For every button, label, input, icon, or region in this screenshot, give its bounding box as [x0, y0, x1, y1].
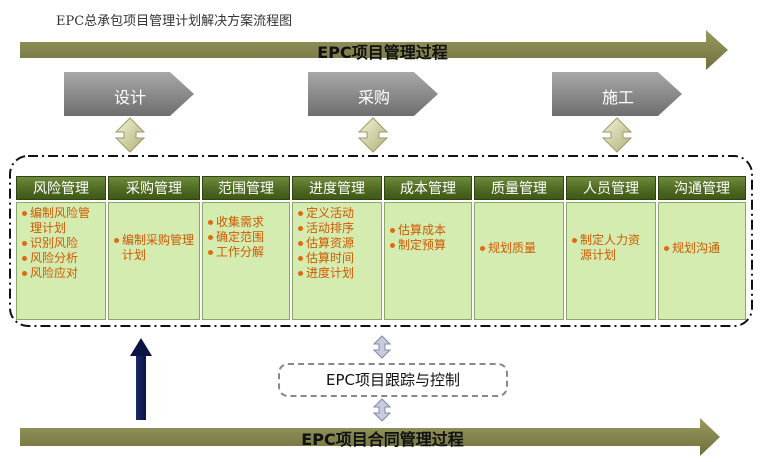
tracking-control-box: EPC项目跟踪与控制: [278, 363, 508, 397]
top-process-label: EPC项目管理过程: [317, 43, 448, 62]
list-item: 收集需求: [207, 215, 285, 230]
phase-label-procure: 采购: [357, 88, 390, 107]
phase-arrow-construct: [552, 72, 682, 116]
col-body-schedule: 定义活动 活动排序 估算资源 估算时间 进度计划: [292, 202, 382, 320]
list-item: 定义活动: [297, 206, 377, 221]
col-head-procurement: 采购管理: [108, 176, 200, 200]
list-item: 识别风险: [21, 236, 101, 251]
list-item: 编制风险管理计划: [21, 206, 101, 236]
col-body-scope: 收集需求 确定范围 工作分解: [202, 202, 290, 320]
double-arrow-tracking-bottom: [372, 398, 392, 422]
bottom-process-label: EPC项目合同管理过程: [301, 430, 464, 449]
list-item: 制定预算: [389, 238, 467, 253]
double-arrow-tracking-top: [372, 335, 392, 359]
page-title: EPC总承包项目管理计划解决方案流程图: [56, 14, 293, 29]
col-body-communication: 规划沟通: [658, 202, 746, 320]
list-item: 活动排序: [297, 221, 377, 236]
list-item: 进度计划: [297, 266, 377, 281]
col-head-cost: 成本管理: [384, 176, 472, 200]
col-body-risk: 编制风险管理计划 识别风险 风险分析 风险应对: [16, 202, 106, 320]
phase-label-design: 设计: [113, 88, 146, 107]
list-item: 估算资源: [297, 236, 377, 251]
double-arrow-construct: [601, 117, 633, 153]
col-head-schedule: 进度管理: [292, 176, 382, 200]
bottom-process-arrow: [20, 418, 720, 456]
list-item: 风险分析: [21, 251, 101, 266]
list-item: 确定范围: [207, 230, 285, 245]
top-process-arrow: [20, 30, 728, 70]
col-body-cost: 估算成本 制定预算: [384, 202, 472, 320]
col-head-staffing: 人员管理: [566, 176, 656, 200]
list-item: 规划沟通: [663, 241, 741, 256]
list-item: 工作分解: [207, 245, 285, 260]
col-body-procurement: 编制采购管理计划: [108, 202, 200, 320]
phase-arrow-design: [64, 72, 194, 116]
list-item: 风险应对: [21, 266, 101, 281]
phase-arrow-procure: [308, 72, 438, 116]
list-item: 估算时间: [297, 251, 377, 266]
list-item: 制定人力资源计划: [571, 233, 651, 263]
double-arrow-procure: [357, 117, 389, 153]
double-arrow-design: [114, 117, 146, 153]
phase-label-construct: 施工: [601, 88, 634, 107]
management-container: [9, 155, 753, 327]
list-item: 估算成本: [389, 223, 467, 238]
list-item: 编制采购管理计划: [113, 233, 195, 263]
col-head-quality: 质量管理: [474, 176, 564, 200]
col-head-scope: 范围管理: [202, 176, 290, 200]
col-head-risk: 风险管理: [16, 176, 106, 200]
list-item: 规划质量: [479, 241, 559, 256]
procurement-up-arrow: [130, 338, 152, 420]
col-head-communication: 沟通管理: [658, 176, 746, 200]
col-body-staffing: 制定人力资源计划: [566, 202, 656, 320]
col-body-quality: 规划质量: [474, 202, 564, 320]
